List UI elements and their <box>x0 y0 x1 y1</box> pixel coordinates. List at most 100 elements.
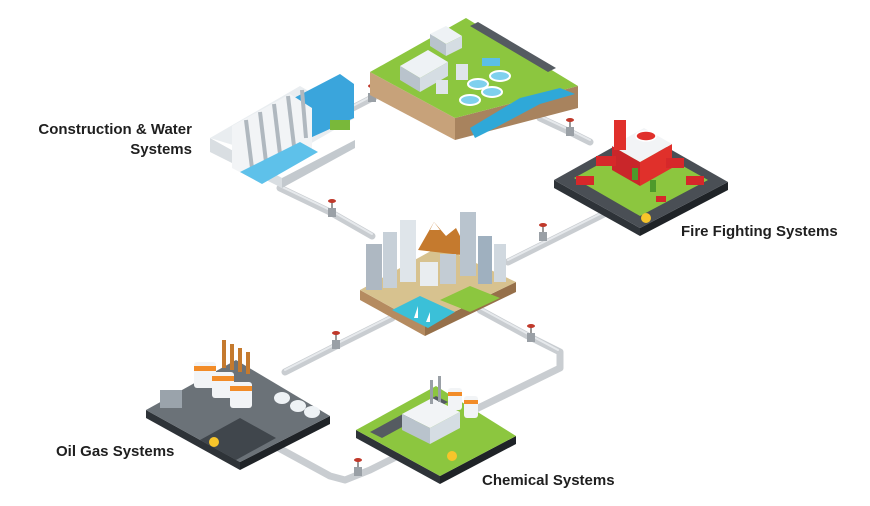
label-oil-gas: Oil Gas Systems <box>56 443 175 460</box>
pipe-highlight-fire-to-city <box>507 207 613 261</box>
valve-handle <box>539 223 547 227</box>
fire-tower <box>614 120 626 150</box>
chem-chimney <box>430 380 433 404</box>
valve-icon <box>332 331 340 349</box>
valve-handle <box>566 118 574 122</box>
sphere-tank-icon <box>290 400 306 412</box>
flame-icon <box>447 451 457 461</box>
chem-base-right <box>440 436 516 484</box>
fire-truck-icon <box>686 176 704 185</box>
mountain-snow <box>430 222 440 230</box>
sailboat-icon <box>414 306 418 318</box>
storage-tank-stripe <box>194 366 216 371</box>
treatment-river <box>470 88 575 138</box>
pipe-highlight-city-to-chem <box>479 307 559 351</box>
flame-icon <box>641 213 651 223</box>
chem-tank-stripe <box>464 400 478 404</box>
city-park <box>440 286 500 312</box>
clarifier-tank-1 <box>467 78 489 90</box>
refinery-building <box>160 390 182 408</box>
flame-icon <box>209 437 219 447</box>
refinery-parking <box>200 418 276 460</box>
building-b-top <box>430 26 462 44</box>
pipe-city-to-chem <box>466 306 564 416</box>
building <box>420 262 438 286</box>
building <box>440 254 456 284</box>
building-a-side <box>420 62 448 92</box>
valve-body <box>566 127 574 136</box>
skyscraper <box>400 220 416 282</box>
refinery-icon <box>146 340 330 470</box>
dam-wall-side <box>282 140 355 188</box>
chem-building-top <box>402 398 460 428</box>
skyscraper <box>366 244 382 290</box>
refinery-ground <box>146 360 330 462</box>
valve-body <box>527 333 535 342</box>
sailboat-icon <box>426 312 430 322</box>
skyscraper <box>460 212 476 276</box>
refinery-tower <box>238 348 242 372</box>
spillway-pillar <box>300 89 308 139</box>
valve-handle <box>527 324 535 328</box>
chem-tank-stripe <box>448 392 462 396</box>
label-fire-fighting: Fire Fighting Systems <box>681 223 838 240</box>
refinery-tower <box>222 340 226 368</box>
skyscraper <box>383 232 397 288</box>
chem-tank-icon <box>464 396 478 418</box>
fire-truck-icon <box>596 156 616 166</box>
mountain <box>418 222 470 256</box>
label-chemical: Chemical Systems <box>482 472 615 489</box>
building-a-front <box>400 66 420 92</box>
fire-hq-roof <box>612 128 672 162</box>
dam-icon <box>210 74 355 188</box>
valve-icon <box>354 458 362 476</box>
valve-body <box>539 232 547 241</box>
refinery-base-left <box>146 410 240 470</box>
pipe-highlight-treatment-to-fire <box>539 115 591 141</box>
chem-base-left <box>356 430 440 484</box>
valve-icon <box>566 118 574 136</box>
city-icon <box>360 212 516 336</box>
clarifier-tank-2 <box>489 70 511 82</box>
pipe-oil-to-chem <box>271 442 402 484</box>
treatment-base-left <box>370 72 455 140</box>
valve-handle <box>332 331 340 335</box>
refinery-tower <box>230 344 234 370</box>
spillway-pillar <box>244 119 254 169</box>
fire-truck-icon <box>576 176 594 185</box>
downstream-water <box>240 142 318 184</box>
spillway-pillar <box>286 95 296 147</box>
fire-base-left <box>554 180 640 236</box>
tower-1 <box>456 64 468 80</box>
spillway-pillar <box>272 103 282 155</box>
building-b-side <box>446 36 462 56</box>
label-construction-water-line1: Construction & Water <box>38 121 192 138</box>
refinery-base-right <box>240 416 330 470</box>
storage-tank-stripe <box>230 386 252 391</box>
basin <box>482 58 500 66</box>
valve-icon <box>328 199 336 217</box>
pipe-fire-to-city <box>504 206 616 266</box>
tree-icon <box>632 168 638 180</box>
skyscraper <box>494 244 506 282</box>
valve-icon <box>539 223 547 241</box>
valve-body <box>328 208 336 217</box>
chem-building-side <box>430 412 460 444</box>
fire-hq-side <box>640 144 672 186</box>
tree-icon <box>650 180 656 192</box>
fire-base-right <box>640 182 728 236</box>
city-base-left <box>360 290 425 336</box>
sphere-tank-icon <box>274 392 290 404</box>
storage-tank-icon <box>230 382 252 408</box>
storage-tank-stripe <box>212 376 234 381</box>
trees <box>330 120 350 130</box>
helipad-icon <box>635 130 657 142</box>
building-a-top <box>400 50 448 78</box>
skyscraper <box>478 236 492 284</box>
valve-handle <box>354 458 362 462</box>
refinery-tower <box>246 352 250 374</box>
building-b-front <box>430 34 446 56</box>
sphere-tank-icon <box>304 406 320 418</box>
chem-tank-icon <box>448 388 462 410</box>
